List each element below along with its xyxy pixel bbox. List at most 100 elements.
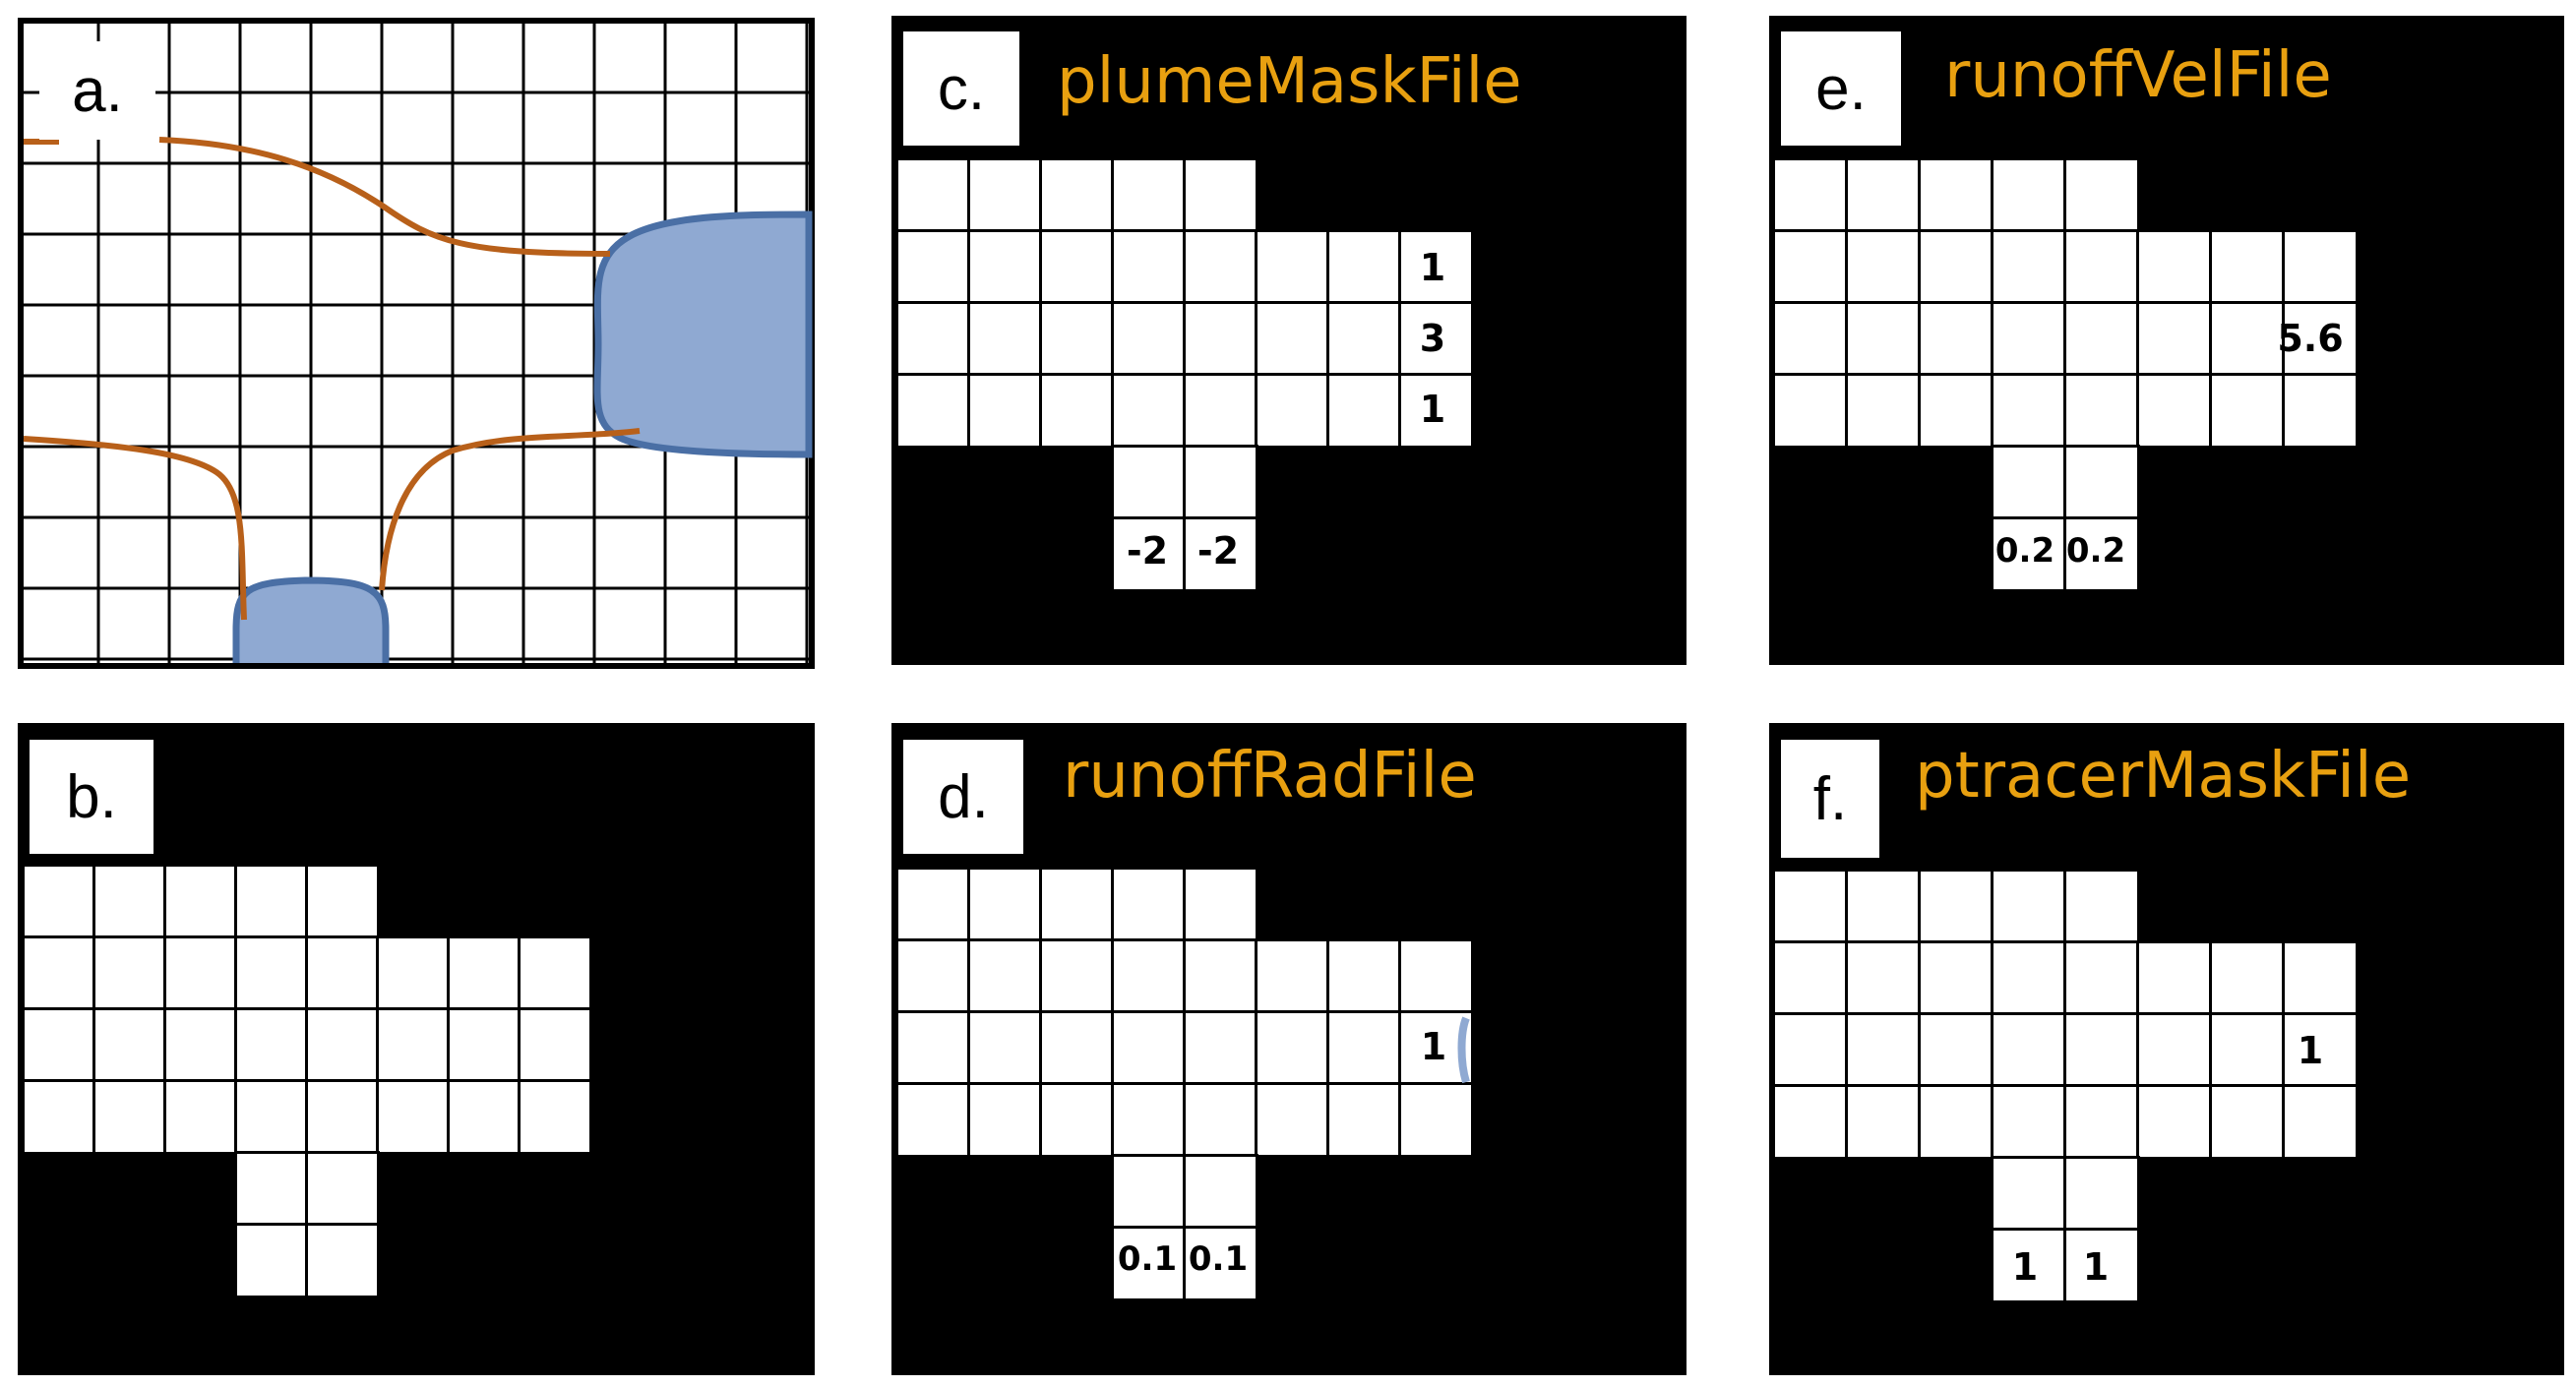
grid-cell [1845, 1012, 1922, 1088]
grid-cell [234, 864, 309, 939]
grid-cell [1991, 301, 2067, 377]
grid-cell [376, 1079, 451, 1155]
grid-cell [1111, 1154, 1187, 1230]
grid-cell [967, 373, 1043, 449]
value-label: 1 [1419, 388, 1446, 431]
grid-cell [895, 938, 971, 1014]
grid-cell [305, 864, 380, 939]
grid-cell [1918, 229, 1994, 305]
grid-cell [22, 1079, 96, 1155]
grid-cell [305, 1151, 380, 1227]
panel-a-label: a. [39, 41, 155, 140]
grid-cell [895, 229, 971, 305]
grid-cell [1918, 869, 1994, 944]
grid-cell [1845, 229, 1922, 305]
grid-cell [2136, 229, 2213, 305]
grid-cell [2063, 301, 2140, 377]
grid-cell [234, 1007, 309, 1083]
grid-cell [1918, 1084, 1994, 1160]
grid-cell [305, 1223, 380, 1298]
panel-b-label: b. [30, 740, 153, 854]
grid-cell [1326, 1010, 1402, 1086]
grid-cell [967, 301, 1043, 377]
value-label: 3 [1419, 317, 1446, 360]
grid-cell [1039, 867, 1115, 942]
grid-cell [1183, 373, 1258, 449]
grid-cell [1255, 229, 1330, 305]
grid-cell [2209, 373, 2286, 449]
value-label: -2 [1126, 529, 1169, 573]
grid-cell [1039, 157, 1115, 233]
grid-cell [2209, 229, 2286, 305]
grid-cell [1772, 157, 1849, 233]
grid-cell [1183, 229, 1258, 305]
grid-cell [1845, 940, 1922, 1016]
panel-d-title: runoffRadFile [1063, 740, 1477, 813]
grid-cell [2063, 516, 2140, 592]
grid-cell [1772, 1084, 1849, 1160]
grid-cell [1772, 1012, 1849, 1088]
grid-cell [1039, 373, 1115, 449]
grid-cell [1772, 373, 1849, 449]
grid-cell [163, 1007, 238, 1083]
grid-cell [1111, 516, 1187, 592]
panel-f-label: f. [1781, 740, 1879, 858]
panel-e-label: e. [1781, 31, 1901, 146]
grid-cell [895, 867, 971, 942]
grid-cell [1398, 229, 1474, 305]
grid-cell [2063, 229, 2140, 305]
grid-cell [967, 938, 1043, 1014]
grid-cell [163, 864, 238, 939]
grid-cell [447, 1007, 521, 1083]
grid-cell [1183, 1226, 1258, 1301]
grid-cell [1111, 1082, 1187, 1158]
grid-cell [518, 1079, 592, 1155]
grid-cell [2282, 1084, 2359, 1160]
panel-f-title: ptracerMaskFile [1915, 740, 2412, 813]
grid-cell [1991, 373, 2067, 449]
grid-cell [1845, 301, 1922, 377]
value-label: 0.2 [1994, 531, 2055, 571]
grid-cell [305, 1079, 380, 1155]
grid-cell [895, 1082, 971, 1158]
value-label: 0.1 [1117, 1239, 1178, 1279]
grid-cell [967, 1082, 1043, 1158]
grid-cell [1255, 1010, 1330, 1086]
grid-cell [2282, 229, 2359, 305]
grid-cell [1183, 157, 1258, 233]
grid-cell [2136, 940, 2213, 1016]
grid-cell [1111, 1226, 1187, 1301]
panel-e-title: runoffVelFile [1944, 39, 2332, 112]
grid-cell [1039, 1010, 1115, 1086]
grid-cell [1039, 1082, 1115, 1158]
grid-cell [2063, 157, 2140, 233]
grid-cell [1326, 1082, 1402, 1158]
grid-cell [1398, 301, 1474, 377]
grid-cell [1255, 373, 1330, 449]
grid-cell [967, 1010, 1043, 1086]
grid-cell [1111, 1010, 1187, 1086]
panel-c-title: plumeMaskFile [1057, 45, 1522, 118]
grid-cell [2063, 445, 2140, 520]
grid-cell [1772, 869, 1849, 944]
grid-cell [22, 935, 96, 1011]
grid-cell [967, 157, 1043, 233]
grid-cell [2282, 940, 2359, 1016]
grid-cell [1991, 445, 2067, 520]
grid-cell [1991, 869, 2067, 944]
grid-cell [163, 935, 238, 1011]
grid-cell [376, 1007, 451, 1083]
grid-cell [1183, 1154, 1258, 1230]
grid-cell [895, 1010, 971, 1086]
grid-cell [376, 935, 451, 1011]
grid-cell [1918, 373, 1994, 449]
grid-cell [1326, 938, 1402, 1014]
grid-cell [1326, 373, 1402, 449]
grid-cell [1845, 157, 1922, 233]
value-label: 1 [1419, 246, 1446, 289]
grid-cell [1845, 373, 1922, 449]
grid-cell [1991, 1012, 2067, 1088]
value-label: 1 [2082, 1245, 2110, 1289]
grid-cell [1845, 1084, 1922, 1160]
grid-cell [1398, 373, 1474, 449]
